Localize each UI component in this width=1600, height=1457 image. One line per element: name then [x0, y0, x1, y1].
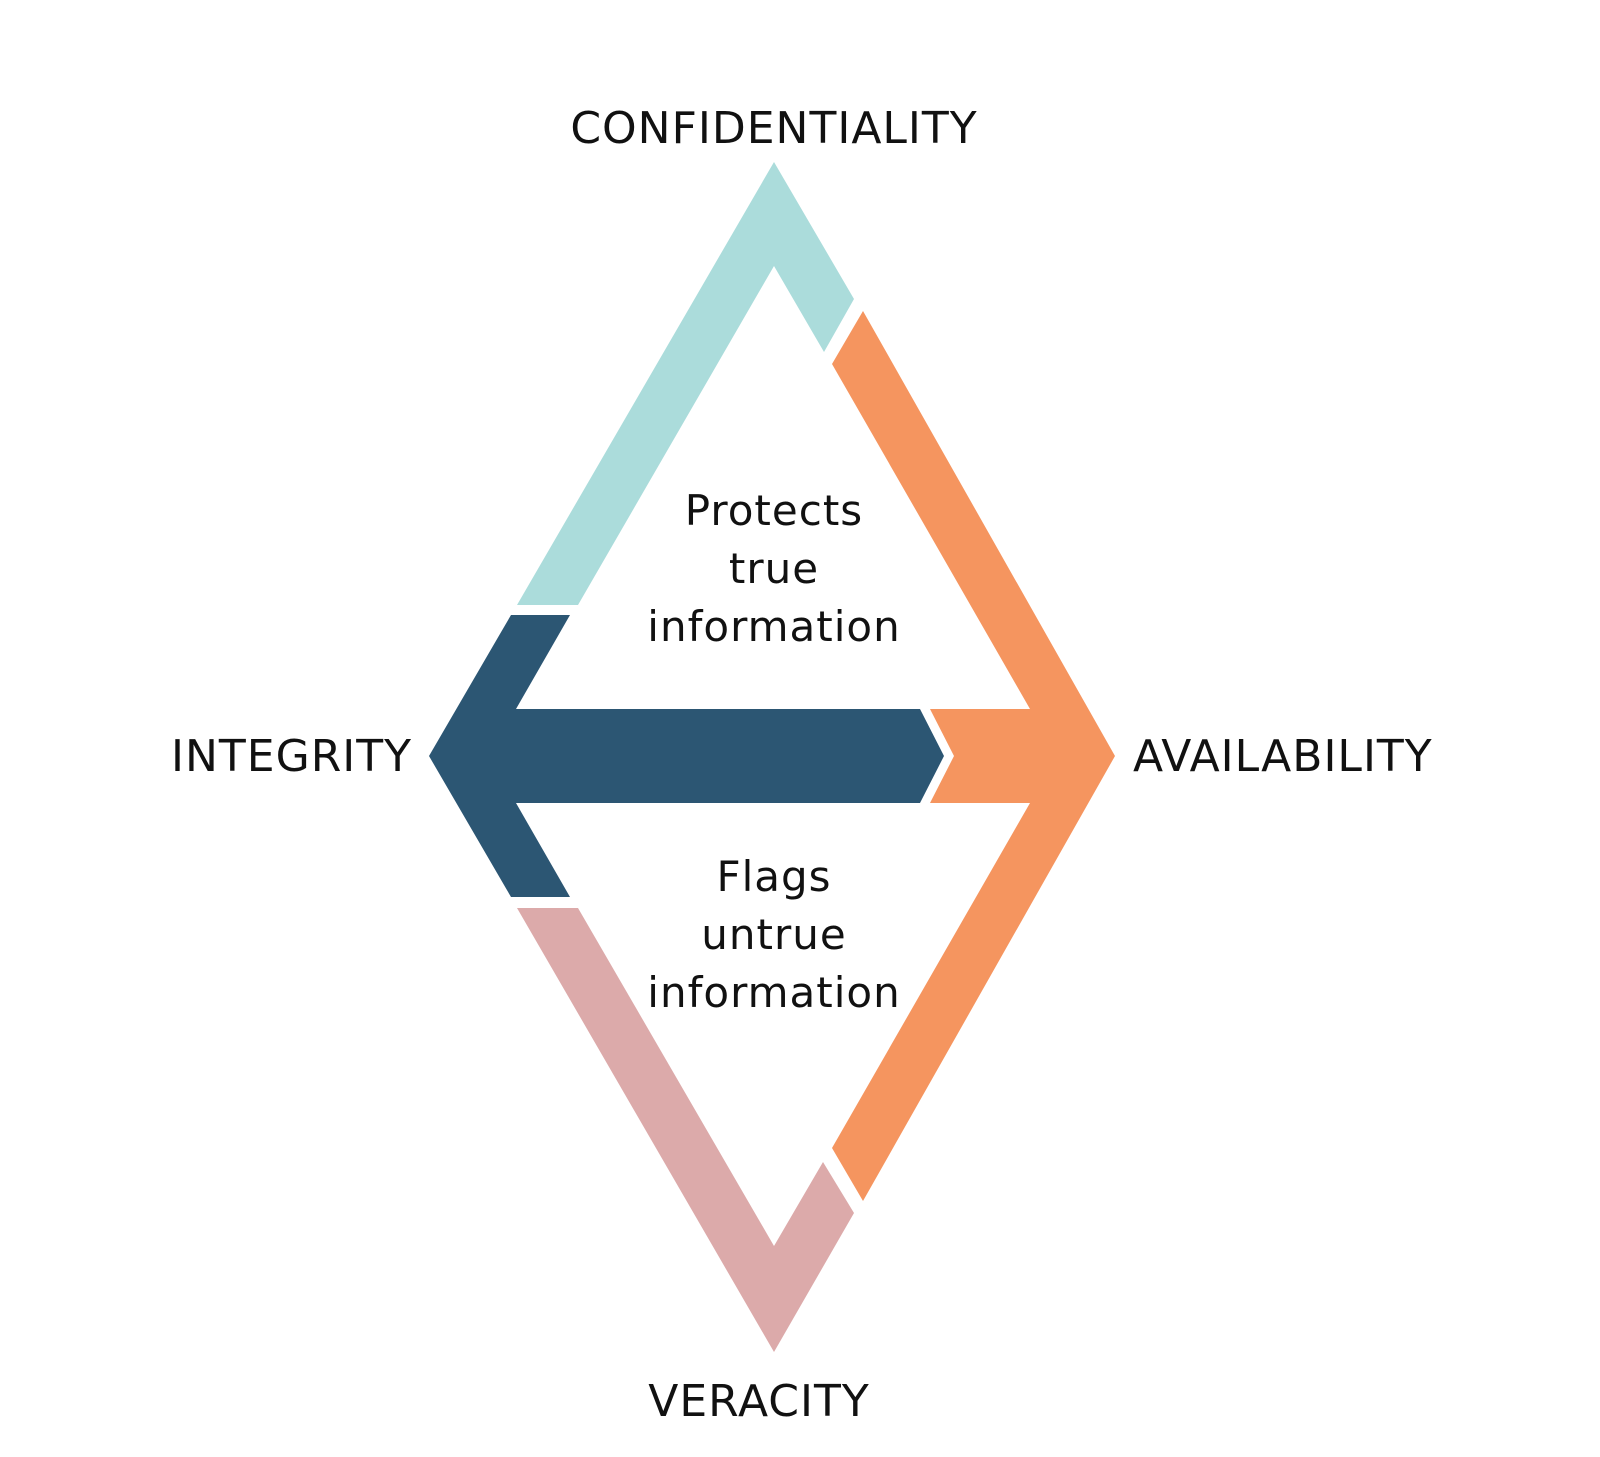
upper-text-line1: Protects [685, 486, 863, 535]
availability-band [832, 311, 1115, 1201]
lower-text-line3: information [647, 968, 900, 1017]
confidentiality-label: CONFIDENTIALITY [570, 103, 977, 154]
integrity-band [429, 615, 944, 897]
upper-text-true: true [729, 544, 819, 593]
veracity-label: VERACITY [648, 1376, 869, 1427]
availability-label: AVAILABILITY [1133, 731, 1433, 782]
integrity-label: INTEGRITY [171, 731, 412, 782]
lower-text-untrue: untrue [701, 910, 846, 959]
lower-text-line1: Flags [716, 852, 831, 901]
upper-text-line3: information [647, 602, 900, 651]
confidentiality-band [517, 162, 854, 605]
veracity-band [517, 908, 854, 1352]
